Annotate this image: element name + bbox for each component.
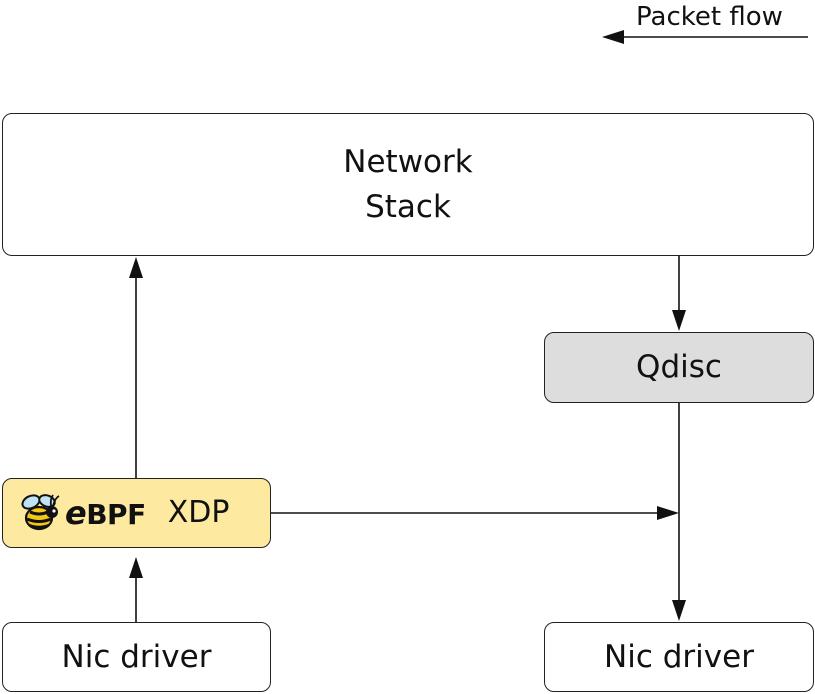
edge-xdp-to-nic-right	[271, 506, 679, 520]
edge-xdp-to-network-stack	[129, 257, 143, 478]
bee-icon	[17, 490, 63, 536]
edge-network-stack-to-qdisc	[672, 256, 686, 331]
qdisc-box: Qdisc	[544, 332, 814, 403]
network-stack-label-line1: Network	[343, 143, 473, 180]
edge-nic-left-to-xdp	[129, 557, 143, 622]
legend-label: Packet flow	[636, 2, 783, 32]
edge-qdisc-to-nic-right	[672, 403, 686, 621]
network-stack-label-line2: Stack	[365, 188, 451, 225]
ebpf-logo-text: eBPF	[65, 493, 146, 532]
legend-arrow	[602, 30, 808, 44]
nic-driver-left-label: Nic driver	[61, 638, 212, 675]
nic-driver-left-box: Nic driver	[2, 622, 271, 692]
ebpf-xdp-box: eBPF XDP	[2, 478, 271, 548]
qdisc-label: Qdisc	[636, 349, 722, 386]
nic-driver-right-label: Nic driver	[604, 638, 754, 675]
network-stack-box: Network Stack	[2, 113, 814, 256]
xdp-label: XDP	[167, 495, 230, 531]
nic-driver-right-box: Nic driver	[544, 622, 814, 692]
